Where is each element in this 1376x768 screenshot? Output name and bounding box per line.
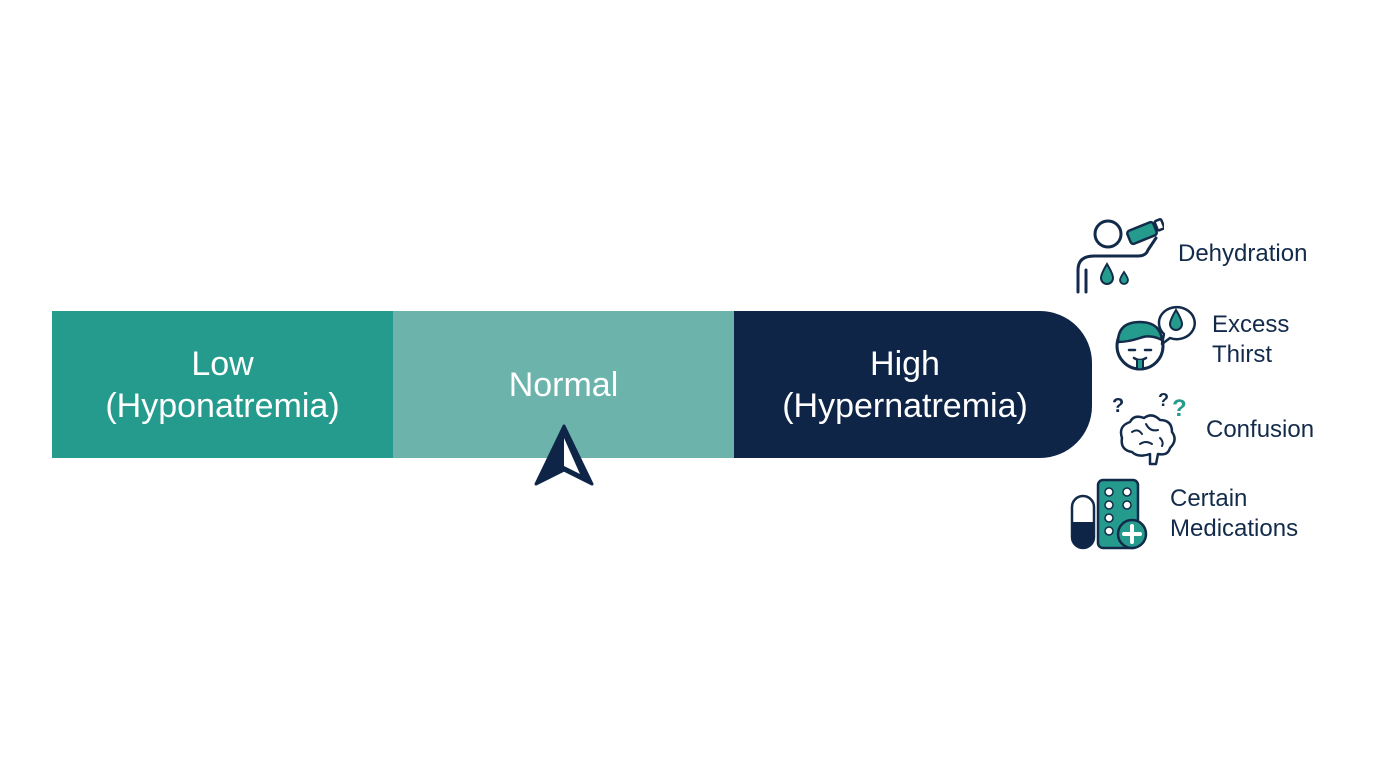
cause-excess-thirst: Excess Thirst	[1110, 300, 1289, 380]
cause-dehydration-label: Dehydration	[1178, 240, 1308, 267]
brain-question-icon: ? ? ?	[1112, 390, 1187, 466]
cause-certain-medications-label: Certain Medications	[1170, 485, 1299, 542]
segment-low-label: Low (Hyponatremia)	[105, 344, 340, 425]
cause-certain-medications: Certain Medications	[1066, 474, 1298, 554]
svg-text:?: ?	[1172, 395, 1187, 422]
thirsty-face-icon	[1115, 305, 1196, 371]
cause-confusion-label: Confusion	[1206, 416, 1315, 443]
cause-confusion: ? ? ? Confusion	[1110, 390, 1314, 470]
arrow-pointer-icon	[534, 424, 594, 486]
segment-low: Low (Hyponatremia)	[52, 311, 393, 458]
segment-normal-label: Normal	[508, 365, 619, 404]
person-drinking-icon	[1076, 218, 1164, 294]
segment-high: High (Hypernatremia)	[734, 311, 1092, 458]
svg-text:?: ?	[1158, 390, 1169, 410]
cause-excess-thirst-label: Excess Thirst	[1212, 311, 1290, 368]
sodium-level-scale: Low (Hyponatremia) Normal High (Hypernat…	[52, 311, 1092, 458]
segment-normal: Normal	[393, 311, 734, 458]
cause-dehydration: Dehydration	[1072, 214, 1307, 294]
svg-text:?: ?	[1112, 395, 1124, 417]
pills-medication-icon	[1070, 478, 1148, 550]
segment-high-label: High (Hypernatremia)	[782, 344, 1028, 425]
